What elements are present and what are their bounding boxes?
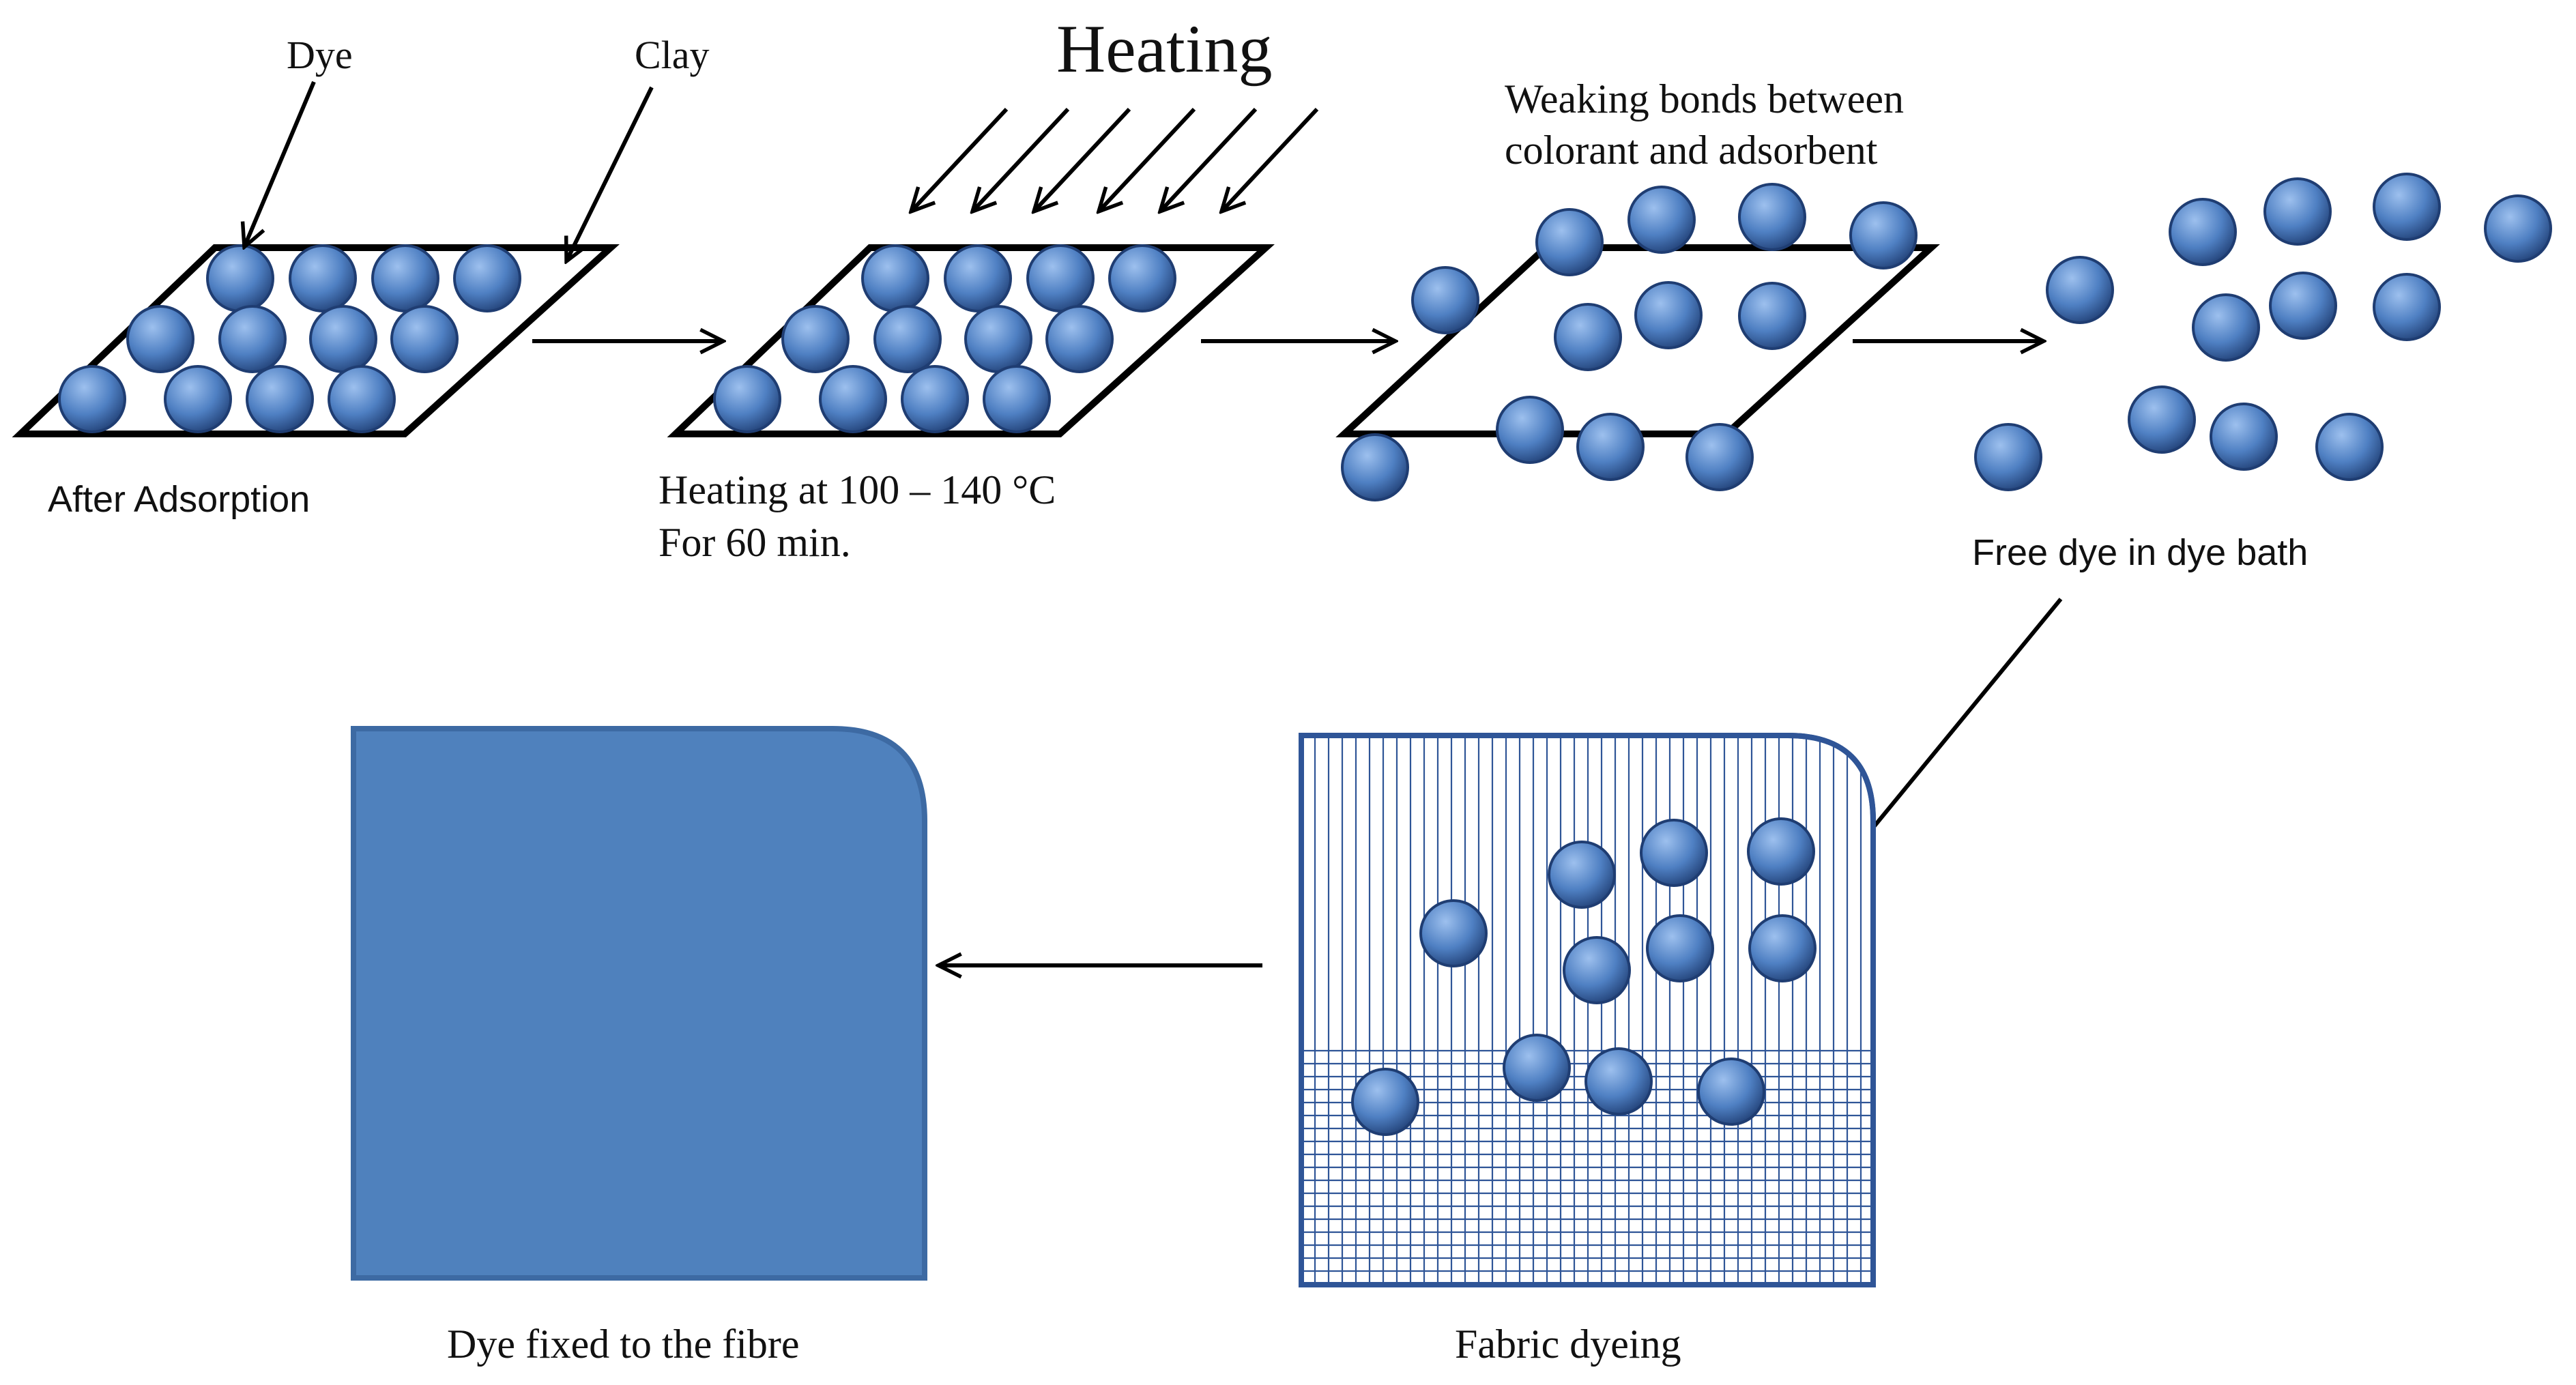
dye-particle [1646, 914, 1714, 982]
heat-arrow [1160, 107, 1258, 212]
dye-particle [2263, 177, 2332, 246]
dye-particle [1026, 244, 1095, 312]
dye-particle [1974, 423, 2042, 491]
dye-particle [1548, 841, 1616, 909]
dye-particle [1503, 1034, 1571, 1102]
dyed-fabric-fixed [351, 726, 927, 1281]
dye-particles-on-fabric [1351, 817, 1817, 1136]
dye-particle [164, 365, 232, 433]
dye-particle [1685, 423, 1754, 491]
dye-particle [126, 305, 194, 373]
dye-fixed-label: Dye fixed to the fibre [447, 1322, 799, 1367]
dye-particle [1640, 819, 1708, 887]
dye-particle [309, 305, 377, 373]
dye-particle [1747, 817, 1815, 886]
dye-particles-adsorbed [58, 244, 521, 433]
clay-pointer-arrow [566, 86, 654, 261]
dye-particle [1496, 396, 1564, 464]
dye-particle [1419, 899, 1488, 967]
weaking-bonds-line2: colorant and adsorbent [1505, 128, 1878, 173]
heat-arrow [1034, 107, 1131, 212]
clay-label: Clay [635, 33, 710, 77]
dye-particle [983, 365, 1051, 433]
dye-particle [1627, 186, 1696, 254]
dye-particle [1584, 1047, 1653, 1116]
heating-title: Heating [1056, 11, 1273, 87]
dye-particle [1576, 413, 1645, 481]
dye-particle [206, 244, 274, 312]
dye-particle [2210, 403, 2278, 471]
after-adsorption-label: After Adsorption [48, 479, 310, 520]
dye-particle [1351, 1068, 1419, 1136]
dye-particle [819, 365, 887, 433]
dye-particle [1045, 305, 1114, 373]
dye-particle [2315, 413, 2384, 481]
dye-particle [1535, 208, 1604, 276]
dye-particle [1748, 914, 1817, 982]
heat-arrow [1221, 107, 1319, 212]
dye-particle [1563, 936, 1631, 1004]
dye-particle [2373, 273, 2441, 341]
dye-particle [2128, 385, 2196, 454]
dye-particles-heated [713, 244, 1176, 433]
dye-pointer-arrow [244, 81, 316, 247]
heat-arrow [972, 107, 1070, 212]
heat-arrow [1099, 107, 1196, 212]
dye-particle [1738, 282, 1806, 350]
dye-particle [944, 244, 1012, 312]
dye-particle [1108, 244, 1176, 312]
dye-particle [390, 305, 459, 373]
dye-particle [781, 305, 850, 373]
dye-particle [1554, 303, 1622, 371]
clay-plate-after-adsorption [12, 244, 620, 437]
dye-particle [371, 244, 439, 312]
heating-condition-line2: For 60 min. [659, 520, 851, 565]
dye-particle [1738, 183, 1806, 251]
dye-particle [964, 305, 1032, 373]
heat-arrows [911, 107, 1319, 212]
weaking-bonds-line1: Weaking bonds between [1505, 76, 1904, 121]
dye-particle [873, 305, 942, 373]
dye-particle [289, 244, 357, 312]
clay-plate-weakened [1335, 183, 1940, 501]
fabric-dyeing-label: Fabric dyeing [1455, 1322, 1681, 1367]
dye-particle [2269, 272, 2337, 340]
dye-particle [1411, 266, 1479, 334]
heating-condition-line1: Heating at 100 – 140 °C [659, 467, 1056, 512]
dye-particle [1849, 201, 1917, 269]
dye-particle [901, 365, 969, 433]
dye-particle [1697, 1058, 1765, 1126]
dye-particle [1341, 433, 1409, 501]
dye-particle [453, 244, 521, 312]
dye-particle [2373, 173, 2441, 241]
dye-particle [2046, 256, 2114, 324]
dye-particles-loosening [1341, 183, 1917, 501]
dye-particle [58, 365, 126, 433]
dye-particle [713, 365, 781, 433]
clay-plate-heating [667, 244, 1275, 437]
dye-particle [2192, 293, 2260, 362]
dye-particle [218, 305, 287, 373]
dye-particle [2169, 198, 2237, 266]
dye-particle [861, 244, 929, 312]
dye-label: Dye [287, 33, 353, 77]
free-dye-particles [1974, 173, 2552, 491]
free-dye-label: Free dye in dye bath [1972, 532, 2308, 573]
heat-arrow [911, 107, 1009, 212]
dye-particle [1634, 281, 1703, 349]
fabric-swatch [1299, 733, 1876, 1287]
dye-particle [2484, 194, 2552, 263]
dye-particle [246, 365, 314, 433]
dye-particle [328, 365, 396, 433]
